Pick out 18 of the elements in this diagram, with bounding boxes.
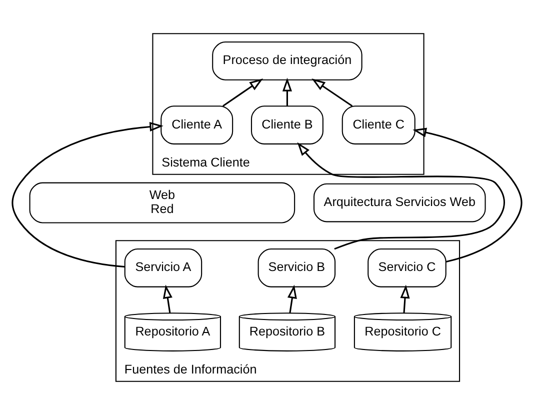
arrow [287, 284, 297, 314]
arrow [162, 284, 172, 314]
node-box: Servicio B [258, 248, 336, 288]
arrow [312, 78, 353, 107]
node-box: Proceso de integración [212, 42, 362, 80]
node-box: Cliente A [160, 106, 234, 144]
arrow [12, 122, 164, 268]
arrow [412, 128, 522, 262]
node-box: Cliente B [250, 106, 324, 144]
arrow [222, 78, 264, 107]
node-box: Arquitectura Servicios Web [313, 183, 486, 222]
arrow [400, 284, 410, 314]
node-box: Servicio C [368, 248, 446, 288]
node-box: Servicio A [124, 248, 202, 288]
node-box: Cliente C [342, 106, 416, 144]
arrow [297, 142, 505, 250]
node-box: Web Red [29, 182, 296, 224]
arrow [282, 78, 292, 106]
